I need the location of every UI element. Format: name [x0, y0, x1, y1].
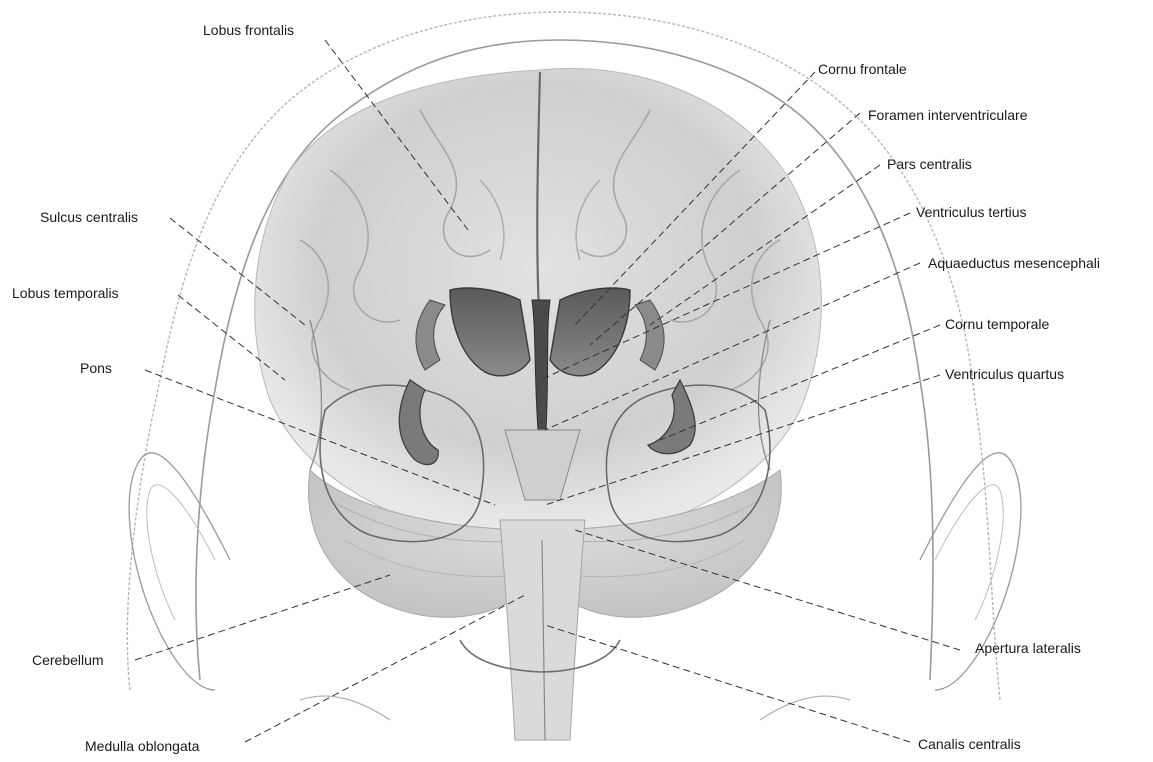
label-pars-centralis: Pars centralis — [887, 156, 972, 172]
label-lobus-frontalis: Lobus frontalis — [203, 22, 294, 38]
label-ventriculus-tertius: Ventriculus tertius — [916, 204, 1027, 220]
neck-outline — [300, 696, 850, 720]
label-pons: Pons — [80, 360, 112, 376]
label-aquaeductus-mesencephali: Aquaeductus mesencephali — [928, 255, 1100, 271]
label-ventriculus-quartus: Ventriculus quartus — [945, 366, 1064, 382]
label-cerebellum: Cerebellum — [32, 652, 104, 668]
label-apertura-lateralis: Apertura lateralis — [975, 640, 1081, 656]
label-sulcus-centralis: Sulcus centralis — [40, 209, 138, 225]
label-medulla-oblongata: Medulla oblongata — [85, 738, 199, 754]
label-canalis-centralis: Canalis centralis — [918, 736, 1021, 752]
left-ear — [129, 453, 230, 690]
label-lobus-temporalis: Lobus temporalis — [12, 285, 119, 301]
label-cornu-temporale: Cornu temporale — [945, 316, 1049, 332]
label-foramen-interventriculare: Foramen interventriculare — [868, 107, 1028, 123]
label-cornu-frontale: Cornu frontale — [818, 61, 907, 77]
